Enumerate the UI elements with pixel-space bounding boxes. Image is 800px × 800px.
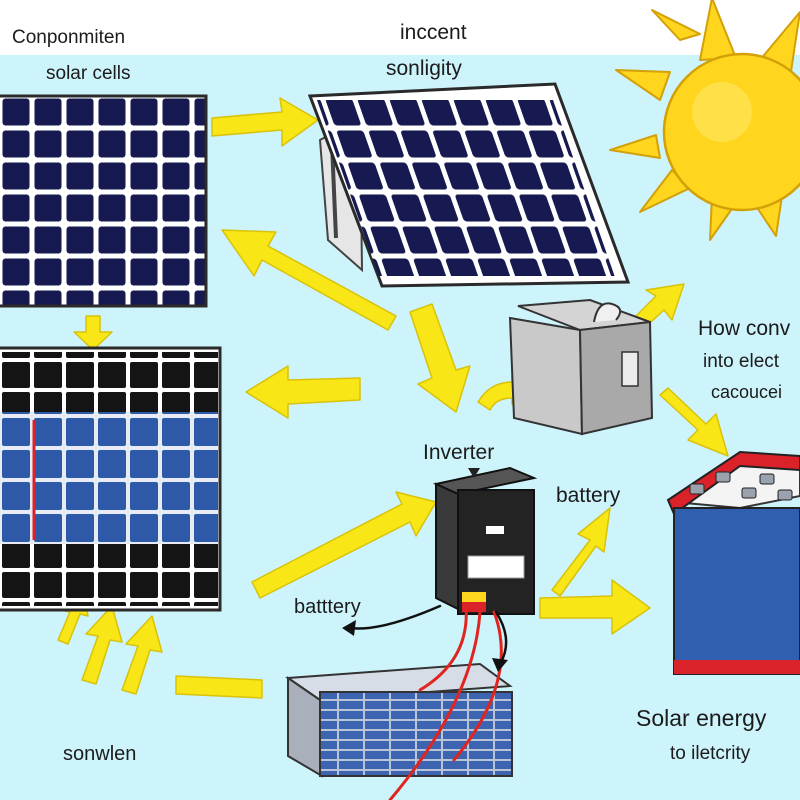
arrow-up-left-2 — [121, 615, 163, 695]
arrow-long-diagonal — [251, 491, 437, 599]
battery-cell-stack — [285, 662, 513, 778]
label-solar-energy-line2: to iletcrity — [670, 743, 751, 764]
label-inverter: Inverter — [423, 441, 495, 464]
label-incident-line1: inccent — [400, 21, 467, 44]
arrow-left-upper — [221, 229, 397, 331]
label-sunlight: sonwlen — [63, 743, 137, 765]
solar-panel-top-left — [0, 94, 208, 308]
arrow-inverter-to-battery — [539, 579, 651, 635]
label-solar-energy-line1: Solar energy — [636, 705, 767, 731]
label-how-line3: cacoucei — [711, 382, 783, 402]
energy-flow-arrows — [57, 97, 729, 699]
label-component: Conponmiten — [12, 27, 126, 48]
label-battery-right: battery — [556, 484, 621, 507]
arrow-small-down — [73, 315, 113, 351]
label-incident-line2: sonligity — [386, 57, 462, 80]
wiring — [342, 604, 508, 800]
junction-box — [508, 298, 654, 436]
arrow-bottom-right — [175, 675, 263, 699]
label-solar-cells: solar cells — [46, 63, 131, 84]
inverter-unit — [432, 466, 538, 615]
label-how-line1: How conv — [698, 317, 791, 340]
arrow-up-left-1 — [81, 605, 123, 685]
arrow-right-top — [211, 97, 319, 147]
battery-unit — [666, 450, 800, 675]
solar-panel-mid-left — [0, 346, 222, 612]
solar-panel-tilted — [307, 82, 631, 288]
arrow-left-middle — [245, 365, 361, 419]
label-how-line2: into elect — [703, 351, 780, 372]
sun-icon — [609, 0, 800, 241]
arrow-diagonal-to-battery — [659, 387, 729, 457]
arrow-down-panel — [409, 303, 471, 413]
label-battery-left: batttery — [294, 596, 361, 618]
arrow-right-diagonal-upper — [551, 507, 611, 597]
